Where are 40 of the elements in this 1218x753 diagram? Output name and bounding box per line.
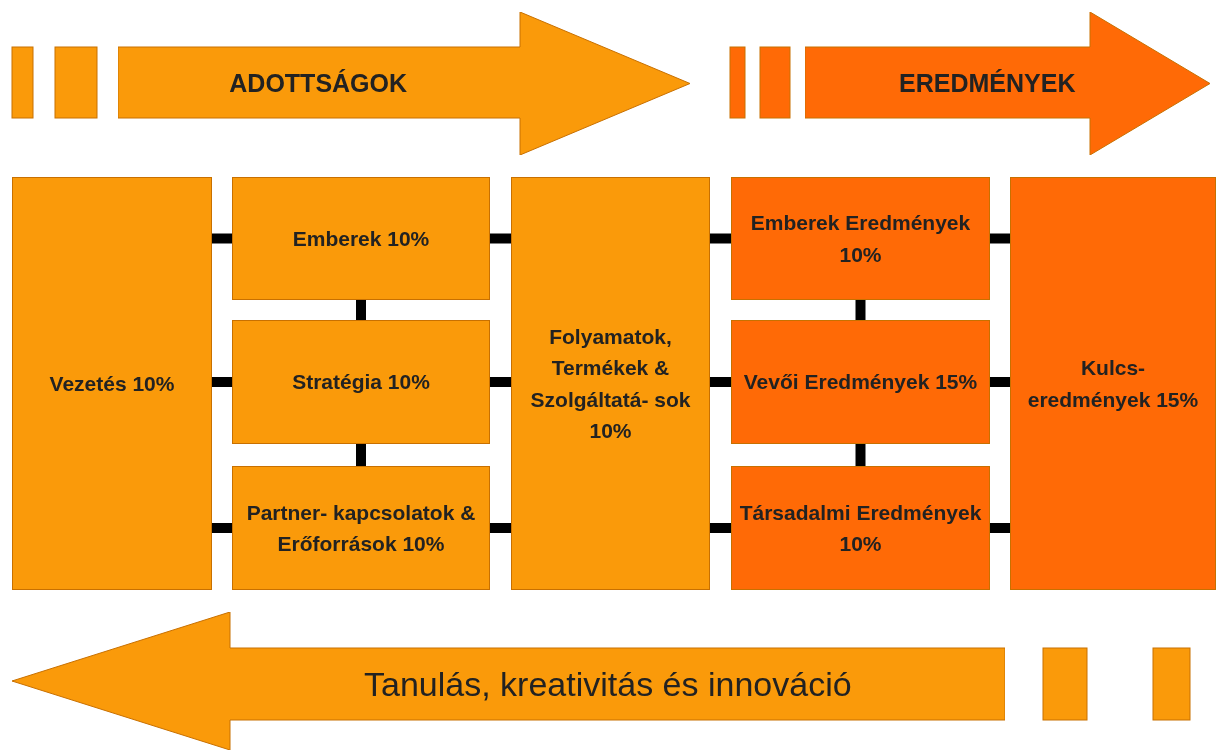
criterion-label: Kulcs- eredmények 15% bbox=[1026, 355, 1200, 413]
criterion-label: Társadalmi Eredmények 10% bbox=[738, 499, 983, 557]
connector-bar bbox=[710, 377, 731, 387]
arrow-banner bbox=[12, 612, 1005, 750]
criterion-box bbox=[232, 320, 490, 444]
connector-bar bbox=[212, 233, 232, 244]
criterion-box bbox=[511, 177, 710, 590]
criterion-label: Emberek 10% bbox=[291, 225, 431, 252]
criterion-label: Vezetés 10% bbox=[48, 370, 176, 397]
connector-bar bbox=[710, 233, 731, 244]
criterion-box bbox=[731, 177, 990, 300]
criterion-box bbox=[232, 177, 490, 300]
arrow-label: ADOTTSÁGOK bbox=[229, 68, 408, 97]
arrow-banner bbox=[118, 12, 690, 155]
connector-bar bbox=[356, 300, 366, 320]
connector-bar bbox=[990, 523, 1010, 533]
connector-bar bbox=[356, 444, 366, 466]
connector-bar bbox=[212, 377, 232, 387]
criterion-label: Folyamatok, Termékek & Szolgáltatá- sok 10% bbox=[529, 323, 692, 444]
connector-bar bbox=[990, 233, 1010, 244]
connector-bar bbox=[855, 300, 866, 320]
connector-bar bbox=[490, 377, 511, 387]
arrow-banner bbox=[805, 12, 1210, 155]
criterion-box bbox=[1010, 177, 1216, 590]
criterion-box bbox=[12, 177, 212, 590]
criterion-label: Stratégia 10% bbox=[291, 369, 431, 396]
connector-bar bbox=[855, 444, 866, 466]
connector-bar bbox=[490, 523, 511, 533]
connector-bar bbox=[212, 523, 232, 533]
criterion-label: Partner- kapcsolatok & Erőforrások 10% bbox=[245, 499, 477, 557]
criterion-box bbox=[232, 466, 490, 590]
connector-bar bbox=[990, 377, 1010, 387]
connector-bar bbox=[710, 523, 731, 533]
arrow-label: EREDMÉNYEK bbox=[899, 68, 1076, 97]
criterion-label: Vevői Eredmények 15% bbox=[742, 369, 979, 396]
criterion-box bbox=[731, 320, 990, 444]
arrow-label: Tanulás, kreativitás és innováció bbox=[364, 664, 852, 704]
criterion-box bbox=[731, 466, 990, 590]
criterion-label: Emberek Eredmények 10% bbox=[749, 210, 972, 268]
connector-bar bbox=[490, 233, 511, 244]
